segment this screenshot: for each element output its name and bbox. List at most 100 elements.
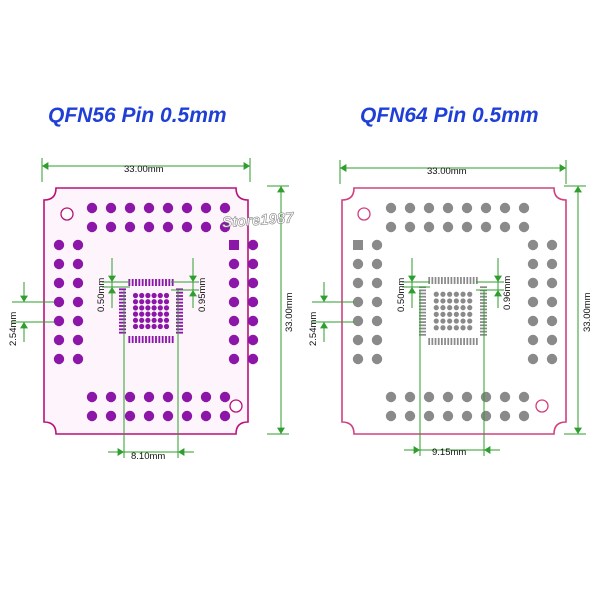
dimension-arrow (108, 275, 116, 282)
qfn-pin (466, 338, 469, 345)
dip-pad (219, 221, 231, 233)
thermal-via (132, 292, 139, 299)
thermal-via (163, 292, 170, 299)
thermal-via (132, 323, 139, 330)
dip-pad (518, 391, 530, 403)
qfn-pin (176, 325, 183, 327)
thermal-via (157, 292, 163, 299)
dip-pad (385, 221, 397, 233)
dip-pad (228, 334, 240, 346)
qfn-pin (119, 325, 126, 327)
qfn-pin (131, 336, 134, 343)
thermal-via (145, 317, 151, 323)
qfn-pin (437, 277, 440, 284)
qfn-pin (419, 311, 426, 314)
dip-pad (181, 410, 193, 422)
dip-pad (105, 410, 117, 422)
qfn-pin (119, 305, 126, 307)
qfn-pin (168, 336, 171, 343)
thermal-via (139, 305, 145, 311)
thermal-via (440, 318, 446, 324)
qfn-pin (441, 338, 443, 345)
body-size-label: 9.15mm (432, 447, 466, 458)
dip-pad (72, 315, 84, 327)
qfn-pin (419, 292, 426, 295)
dip-pad (228, 353, 240, 365)
thermal-via (447, 298, 453, 304)
thermal-via (467, 298, 473, 304)
dip-pads (352, 202, 558, 422)
dip-pad (124, 410, 136, 422)
dip-pad (442, 202, 454, 214)
qfn-pin (176, 288, 183, 291)
dip-pad (86, 202, 98, 214)
qfn-pin (165, 279, 167, 286)
thermal-via (447, 318, 453, 324)
dip-pad (546, 315, 558, 327)
thermal-via (139, 292, 145, 299)
thermal-via (163, 305, 170, 311)
qfn-pin (176, 305, 183, 307)
dip-pad (546, 258, 558, 270)
pad-width-label: 0.96mm (502, 276, 513, 310)
qfn-pin (119, 311, 126, 314)
dip-pad (200, 202, 212, 214)
dip-pad (53, 315, 65, 327)
thermal-via (139, 317, 145, 323)
dip-pad (86, 410, 98, 422)
qfn-pin (419, 289, 426, 292)
qfn-pin (472, 277, 475, 284)
qfn-pin (119, 318, 126, 321)
dimension-arrow (189, 290, 197, 297)
thermal-via (163, 317, 170, 323)
qfn-pin (431, 338, 434, 345)
qfn-pin (155, 279, 157, 286)
thermal-via (145, 323, 151, 330)
qfn-pin (165, 336, 167, 343)
qfn-pin (176, 308, 183, 311)
qfn-pin (428, 338, 431, 345)
dip-pad (385, 391, 397, 403)
thermal-via (453, 325, 459, 331)
dip-pad (461, 391, 473, 403)
qfn-pin (419, 321, 426, 323)
dimension-arrow (574, 427, 582, 434)
board-height-label: 33.00mm (582, 292, 593, 332)
thermal-via (145, 299, 151, 305)
board-width-label: 33.00mm (124, 164, 164, 175)
dip-pad (219, 391, 231, 403)
dip-pad (72, 239, 84, 251)
dip-pad (371, 353, 383, 365)
thermal-via (447, 325, 453, 331)
qfn-pin (158, 336, 161, 343)
dip-pad (385, 202, 397, 214)
qfn-pin (145, 279, 147, 286)
thermal-via (132, 305, 139, 311)
qfn-pin (419, 327, 426, 330)
thermal-via (447, 305, 453, 311)
qfn-pin (447, 338, 450, 345)
thermal-via (157, 311, 163, 317)
dip-pad (352, 315, 364, 327)
thermal-via (460, 291, 466, 297)
dip-pad (105, 202, 117, 214)
body-size-label: 8.10mm (131, 451, 165, 462)
qfn56-board: 33.00mm 33.00mm 2.54mm 0.50mm 0.95mm 8.1… (8, 158, 295, 462)
qfn-pin (419, 314, 426, 317)
dip-pad (247, 239, 259, 251)
qfn-pin (469, 338, 472, 345)
dimension-arrow (320, 322, 328, 329)
dip-pad (461, 202, 473, 214)
qfn-pin (453, 277, 456, 284)
thermal-via (157, 305, 163, 311)
qfn-pin (119, 308, 126, 311)
qfn56-footprint (119, 279, 183, 343)
qfn-pin (176, 298, 183, 301)
dip-pad (423, 202, 435, 214)
dip-pad (499, 202, 511, 214)
qfn-pin (460, 277, 462, 284)
qfn-pin (419, 299, 426, 301)
thermal-via (139, 311, 145, 317)
qfn-pin (119, 331, 126, 334)
thermal-via (453, 298, 459, 304)
